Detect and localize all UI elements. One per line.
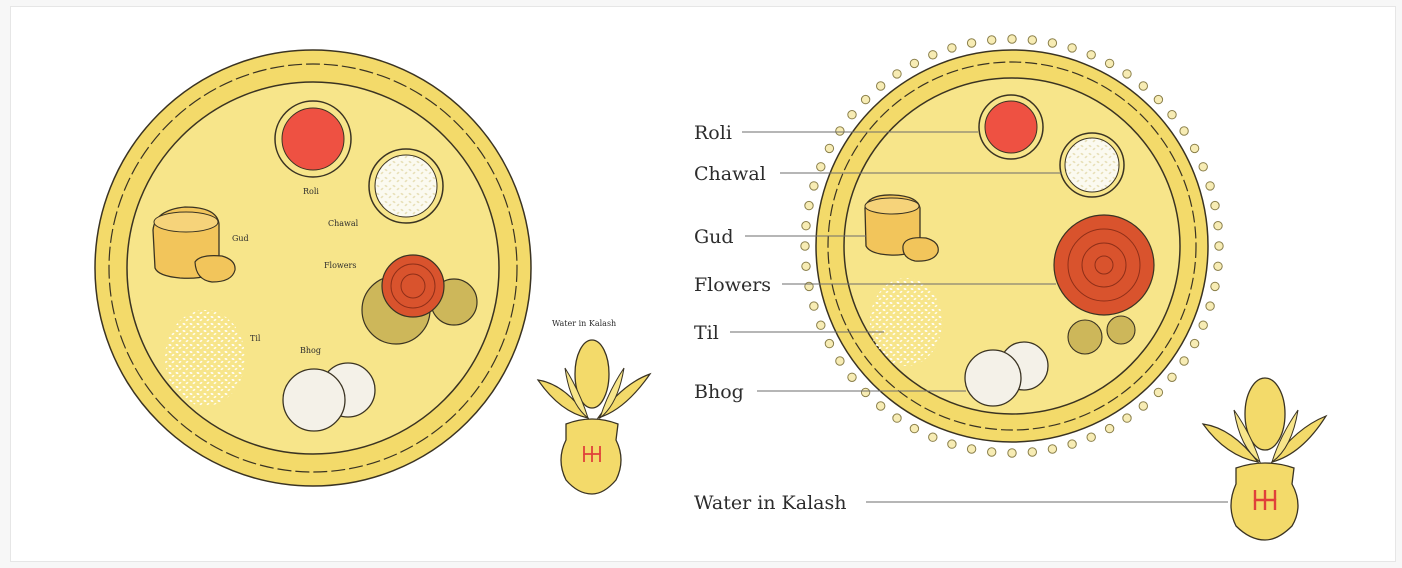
rice-bowl-icon bbox=[1060, 133, 1124, 197]
bead-dot bbox=[801, 242, 809, 250]
bead-dot bbox=[948, 440, 956, 448]
bead-dot bbox=[1154, 95, 1162, 103]
right-label-kalash: Water in Kalash bbox=[694, 492, 846, 514]
bead-dot bbox=[861, 388, 869, 396]
bead-dot bbox=[1199, 163, 1207, 171]
bead-dot bbox=[1028, 36, 1036, 44]
bead-dot bbox=[929, 433, 937, 441]
right-label-chawal: Chawal bbox=[694, 163, 766, 185]
bead-dot bbox=[910, 59, 918, 67]
bead-dot bbox=[929, 51, 937, 59]
bead-dot bbox=[893, 70, 901, 78]
left-label-bhog: Bhog bbox=[300, 346, 321, 355]
bead-dot bbox=[1087, 51, 1095, 59]
bead-dot bbox=[802, 222, 810, 230]
bead-dot bbox=[1199, 321, 1207, 329]
bead-dot bbox=[1087, 433, 1095, 441]
kalash-pot-icon bbox=[538, 340, 650, 494]
bead-dot bbox=[1180, 127, 1188, 135]
bead-dot bbox=[1028, 448, 1036, 456]
bead-dot bbox=[810, 182, 818, 190]
bead-dot bbox=[825, 144, 833, 152]
rice-bowl-icon bbox=[369, 149, 443, 223]
bead-dot bbox=[910, 424, 918, 432]
bead-dot bbox=[805, 201, 813, 209]
bead-dot bbox=[848, 373, 856, 381]
left-label-kalash: Water in Kalash bbox=[552, 319, 616, 328]
right-label-bhog: Bhog bbox=[694, 381, 744, 403]
sesame-pile-icon bbox=[165, 310, 245, 406]
right-label-gud: Gud bbox=[694, 226, 734, 248]
bead-dot bbox=[836, 357, 844, 365]
left-label-til: Til bbox=[250, 334, 261, 343]
left-label-chawal: Chawal bbox=[328, 219, 359, 228]
bead-dot bbox=[967, 445, 975, 453]
bead-dot bbox=[1154, 388, 1162, 396]
bead-dot bbox=[1123, 414, 1131, 422]
right-thali bbox=[801, 35, 1223, 457]
left-label-flowers: Flowers bbox=[324, 261, 356, 270]
bead-dot bbox=[1180, 357, 1188, 365]
bead-dot bbox=[1139, 402, 1147, 410]
bead-dot bbox=[877, 402, 885, 410]
bead-dot bbox=[1139, 82, 1147, 90]
bead-dot bbox=[1048, 39, 1056, 47]
bead-dot bbox=[1215, 242, 1223, 250]
right-label-til: Til bbox=[694, 322, 719, 344]
bead-dot bbox=[1168, 111, 1176, 119]
bead-dot bbox=[817, 163, 825, 171]
bead-dot bbox=[1008, 35, 1016, 43]
bead-dot bbox=[1190, 339, 1198, 347]
bead-dot bbox=[825, 339, 833, 347]
bead-dot bbox=[1214, 222, 1222, 230]
bead-dot bbox=[1168, 373, 1176, 381]
bead-dot bbox=[877, 82, 885, 90]
bead-dot bbox=[802, 262, 810, 270]
bead-dot bbox=[810, 302, 818, 310]
left-thali: Roli Chawal Gud Flowers Til Bhog bbox=[95, 50, 531, 486]
right-kalash bbox=[1203, 378, 1326, 540]
sesame-pile-icon bbox=[870, 278, 942, 366]
bead-dot bbox=[948, 44, 956, 52]
bead-dot bbox=[1105, 59, 1113, 67]
bead-dot bbox=[817, 321, 825, 329]
bead-dot bbox=[1008, 449, 1016, 457]
bead-dot bbox=[1206, 182, 1214, 190]
bead-dot bbox=[848, 111, 856, 119]
bead-dot bbox=[1206, 302, 1214, 310]
bead-dot bbox=[836, 127, 844, 135]
bead-dot bbox=[1048, 445, 1056, 453]
bead-dot bbox=[1123, 70, 1131, 78]
right-label-flowers: Flowers bbox=[694, 274, 771, 296]
bead-dot bbox=[1211, 282, 1219, 290]
bead-dot bbox=[1068, 44, 1076, 52]
right-label-roli: Roli bbox=[694, 122, 732, 144]
bead-dot bbox=[1068, 440, 1076, 448]
roli-bowl-icon bbox=[275, 101, 351, 177]
bead-dot bbox=[1190, 144, 1198, 152]
left-label-roli: Roli bbox=[303, 187, 319, 196]
bead-dot bbox=[988, 36, 996, 44]
left-label-gud: Gud bbox=[232, 234, 249, 243]
roli-bowl-icon bbox=[979, 95, 1043, 159]
bead-dot bbox=[967, 39, 975, 47]
bead-dot bbox=[1105, 424, 1113, 432]
bead-dot bbox=[988, 448, 996, 456]
bead-dot bbox=[861, 95, 869, 103]
kalash-pot-icon bbox=[1203, 378, 1326, 540]
left-kalash: Water in Kalash bbox=[538, 319, 650, 494]
bead-dot bbox=[1211, 201, 1219, 209]
bead-dot bbox=[893, 414, 901, 422]
bead-dot bbox=[1214, 262, 1222, 270]
